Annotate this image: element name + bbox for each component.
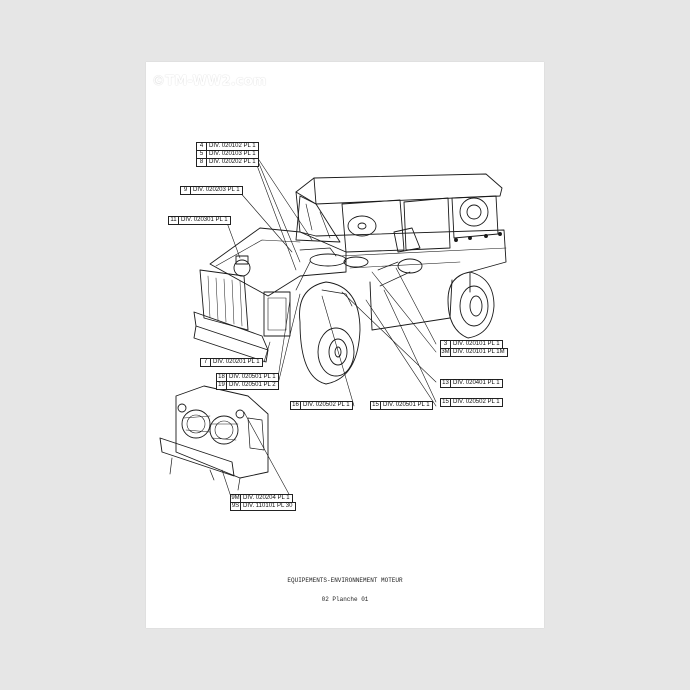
callout-8: 8 DIV. 020202 PL 1 <box>196 158 259 167</box>
callout-13: 13 DIV. 020401 PL 1 <box>440 379 503 388</box>
plate-number: 02 Planche 01 <box>321 596 369 603</box>
callout-9s: 9S DIV. 110101 PL 30 <box>230 502 296 511</box>
watermark: ©TM-WW2.com <box>152 74 267 89</box>
callout-3m: 3M DIV. 020101 PL 1M <box>440 348 508 357</box>
plate-title: EQUIPEMENTS-ENVIRONNEMENT MOTEUR <box>287 577 403 584</box>
callout-16: 16 DIV. 020502 PL 1 <box>290 401 353 410</box>
callout-11: 11 DIV. 020301 PL 1 <box>168 216 231 225</box>
callout-15-a: 15 DIV. 020501 PL 1 <box>370 401 433 410</box>
callout-7: 7 DIV. 020201 PL 1 <box>200 358 263 367</box>
callout-19: 19 DIV. 020501 PL 2 <box>216 381 279 390</box>
callout-9: 9 DIV. 020203 PL 1 <box>180 186 243 195</box>
callout-15-b: 15 DIV. 020502 PL 1 <box>440 398 503 407</box>
